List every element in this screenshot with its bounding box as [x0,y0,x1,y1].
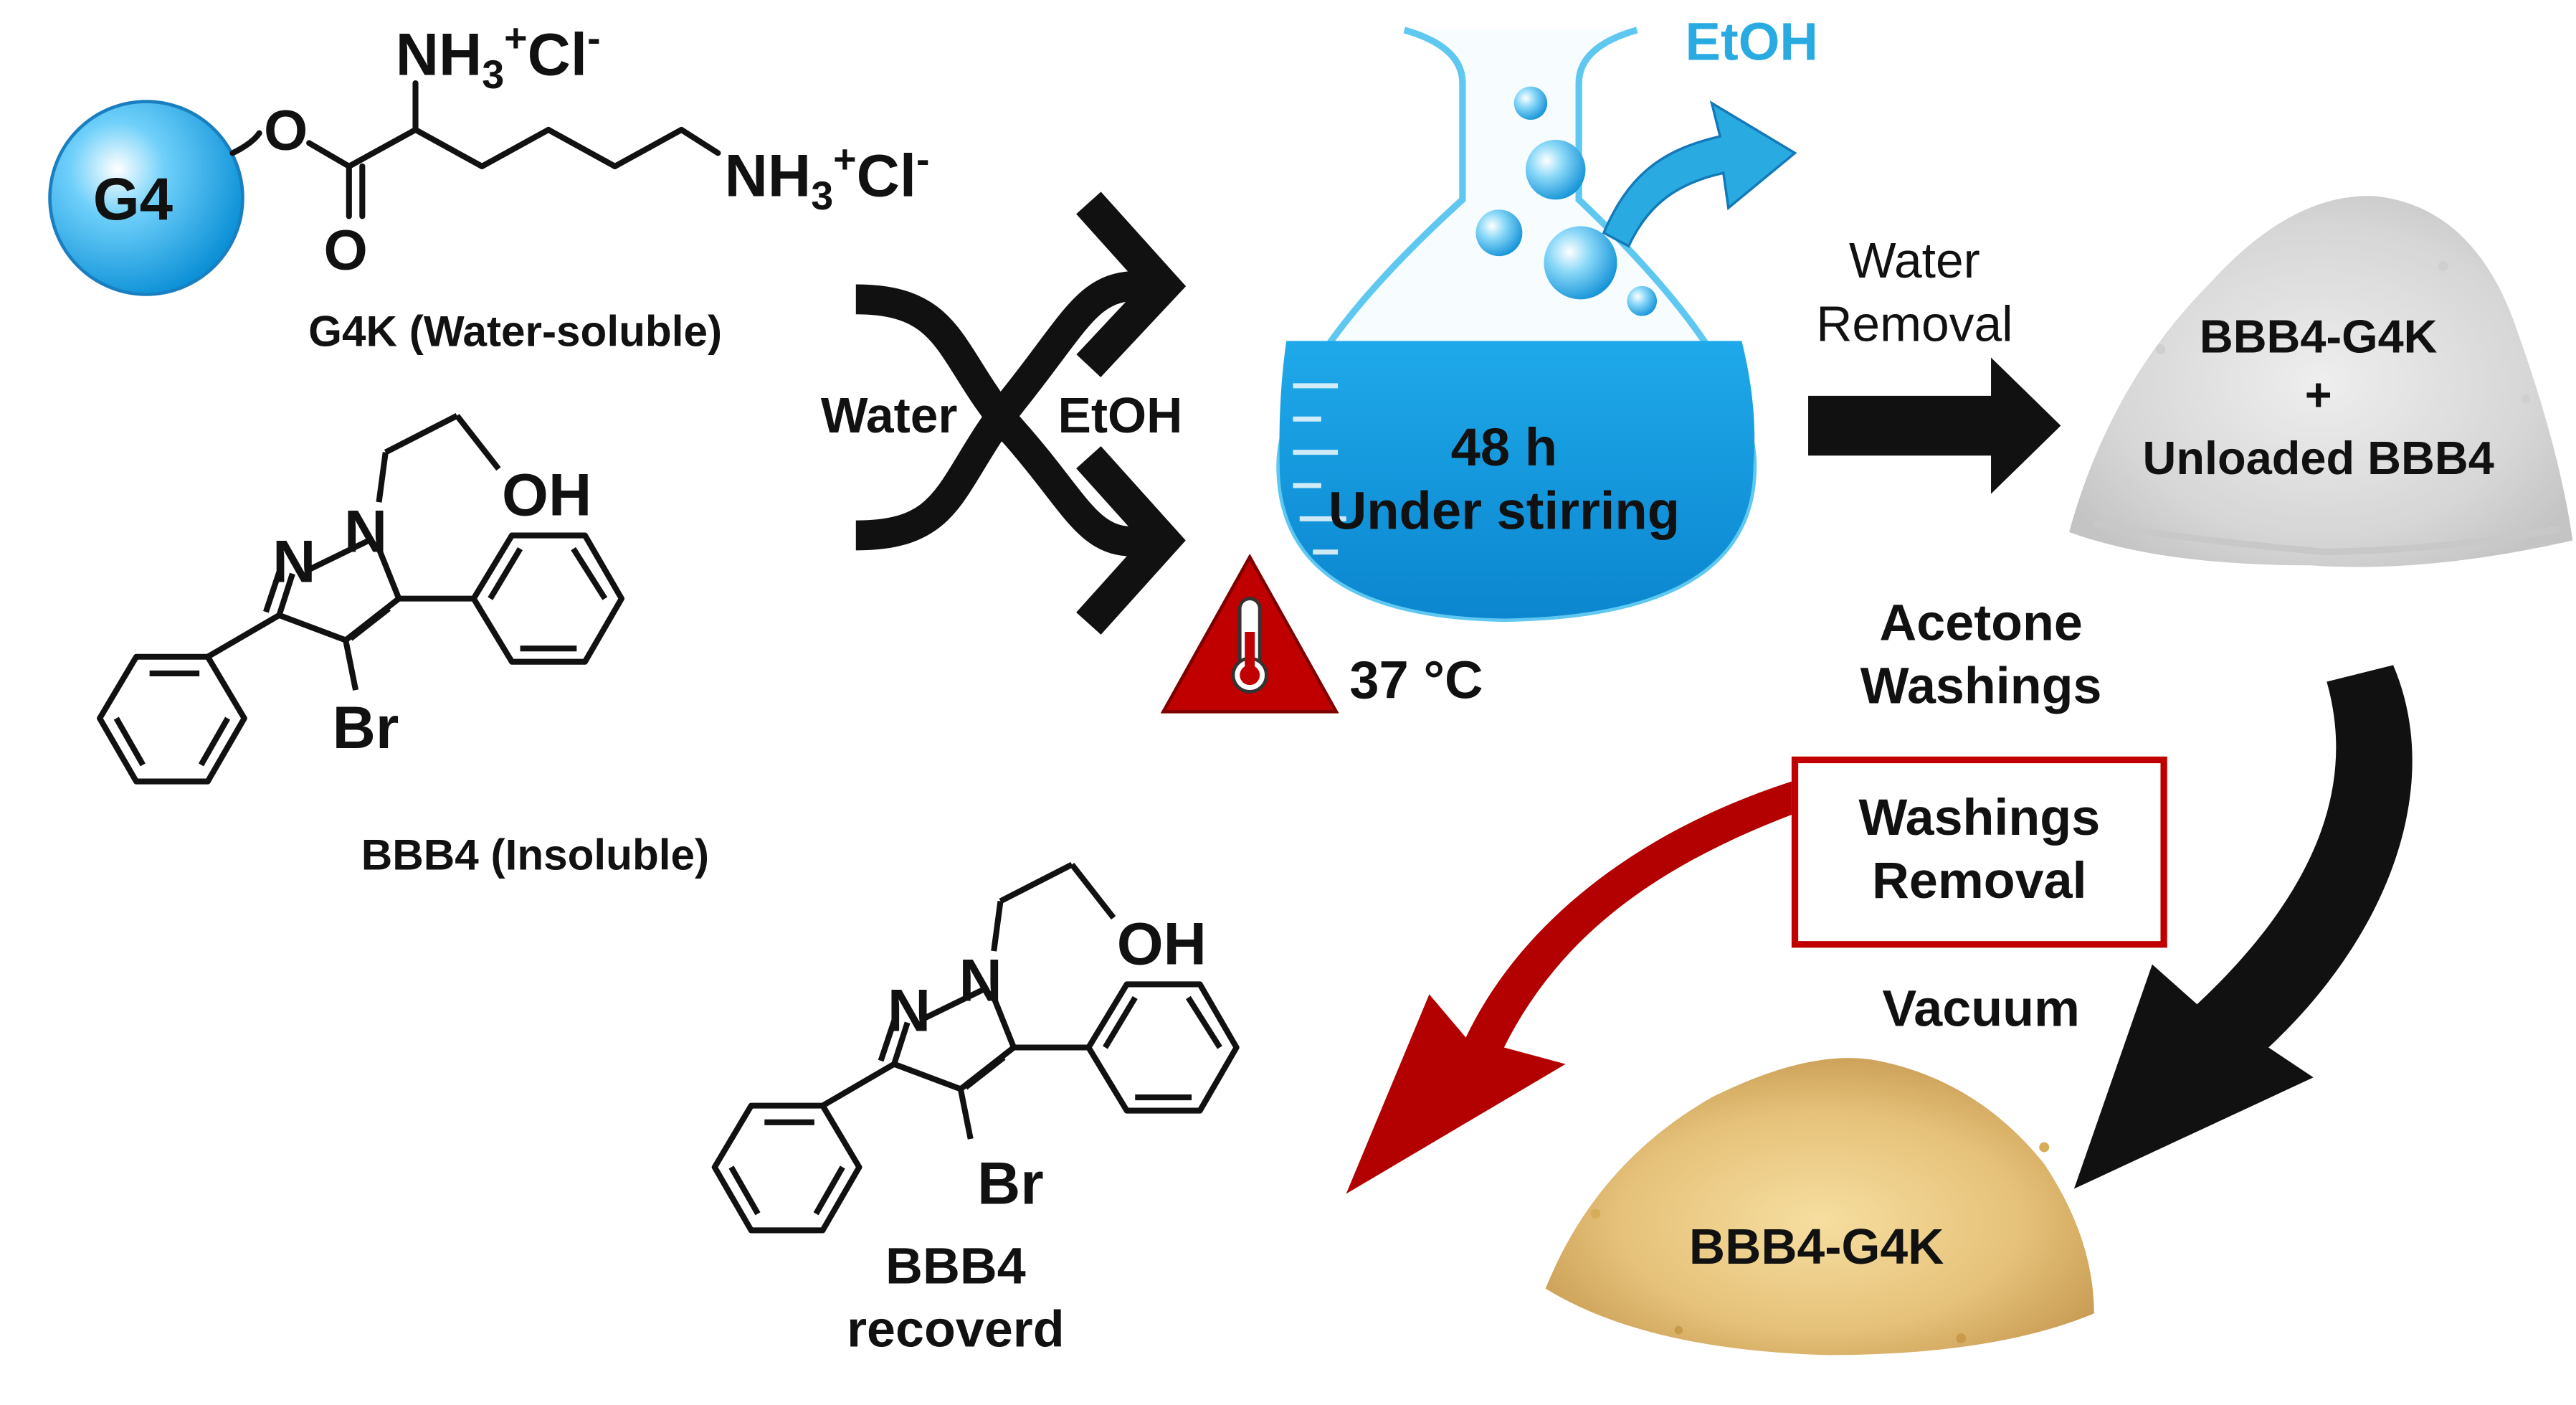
evaporated-etoh-label: EtOH [1686,12,1818,72]
bbb4-n-right: N [344,498,387,565]
bubble-icon [1627,285,1658,316]
flask-liquid [1279,341,1755,619]
bbb4-recovered-bonds [711,861,1240,1234]
water-path-arrow [855,284,1149,557]
recovered-n-right: N [959,947,1002,1014]
bbb4-recovered-structure: N N OH Br BBB4 recoverd [711,861,1240,1358]
mixing-arrows [855,191,1187,635]
white-powder-line3: Unloaded BBB4 [2143,432,2494,484]
etoh-path-arrow [855,270,1148,551]
flask-condition-label: Under stirring [1329,481,1680,540]
temperature-label: 37 °C [1349,651,1483,710]
bubble-icon [1525,139,1586,200]
bbb4-structure: N N OH Br BBB4 (Insoluble) [97,413,709,879]
white-powder-line2: + [2305,369,2332,421]
bubble-icon [1475,209,1523,257]
black-curved-arrow-icon [2073,665,2413,1189]
washings-removal-box [1791,756,2167,948]
g4-dendrimer-sphere [48,100,244,296]
curved-arrow-icon [1602,100,1797,248]
water-removal-line1: Water [1849,232,1980,288]
bubble-icon [1513,86,1548,120]
bbb4-br: Br [333,694,399,761]
g4-label: G4 [93,165,173,232]
reaction-flask: 48 h Under stirring [1276,27,1757,623]
solvent-water-label: Water [821,387,958,443]
g4k-caption: G4K (Water-soluble) [308,306,722,355]
recovered-caption-line2: recoverd [847,1301,1065,1358]
g4k-epsilon-amine: NH3+Cl- [725,137,930,218]
yellow-powder-label: BBB4-G4K [1689,1219,1944,1274]
recovered-br: Br [977,1149,1044,1216]
acetone-washings-line2: Washings [1860,658,2102,715]
bbb4-bonds [97,413,625,785]
g4k-alpha-amine: NH3+Cl- [396,16,601,97]
thermometer-warning-icon [1160,553,1339,714]
chevron-lower-icon [1076,446,1186,635]
bbb4-oh: OH [502,461,591,529]
recovered-caption-line1: BBB4 [885,1238,1026,1295]
g4k-structure: G4 O O NH3+Cl- NH3+Cl- G4K (Water-solubl… [48,16,930,355]
flask-time-label: 48 h [1451,417,1557,477]
solvent-etoh-label: EtOH [1058,387,1182,443]
g4k-ester-oxygen: O [264,99,308,162]
recovered-oh: OH [1117,910,1207,978]
white-powder-pile [2068,196,2573,567]
recovered-n-left: N [888,976,931,1044]
water-removal-line2: Removal [1816,295,2012,351]
block-arrow-icon [1808,357,2061,494]
bbb4-n-left: N [272,527,315,595]
washings-removal-line2: Removal [1872,852,2087,909]
vacuum-label: Vacuum [1882,980,2080,1037]
chevron-upper-icon [1076,191,1187,377]
bbb4-caption: BBB4 (Insoluble) [361,830,709,879]
g4k-carbonyl-oxygen: O [324,219,368,282]
g4k-bonds [229,80,721,219]
acetone-washings-line1: Acetone [1879,595,2083,652]
washings-removal-line1: Washings [1858,789,2100,846]
white-powder-line1: BBB4-G4K [2200,311,2438,363]
bubble-icon [1544,226,1617,300]
flask-graduations [1293,383,1346,555]
yellow-powder-pile [1545,1058,2094,1356]
red-curved-arrow-icon [1346,781,1792,1194]
